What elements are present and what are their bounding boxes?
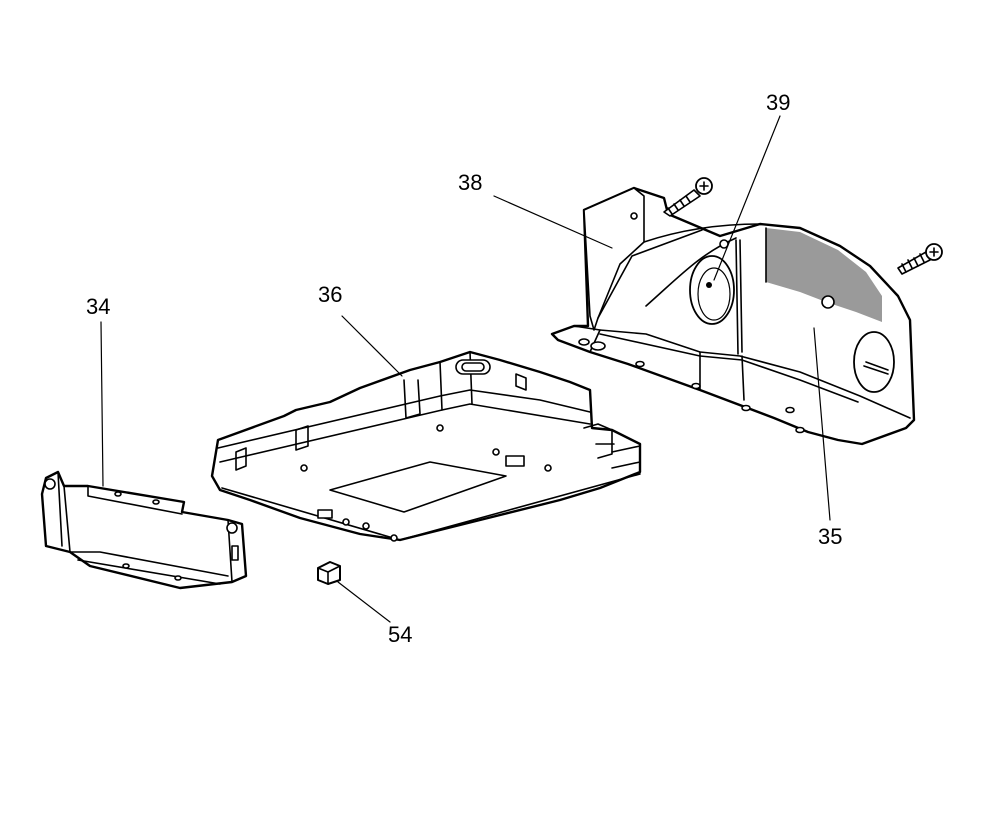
screw-right [898,244,942,274]
callout-34: 34 [86,294,111,319]
screw-left [664,178,712,216]
leader-36 [341,315,403,377]
bracket-part-34 [42,472,246,588]
cube-part-54 [318,562,340,584]
callout-36: 36 [318,282,343,307]
leader-38 [493,195,613,249]
callout-39: 39 [766,90,791,115]
leader-54 [337,581,391,623]
leader-lines [100,115,831,623]
callout-54: 54 [388,622,413,647]
leader-34 [100,321,104,487]
callout-35: 35 [818,524,843,549]
housing-part-35 [552,188,914,444]
leader-35 [813,327,831,521]
leader-39 [713,115,781,281]
callout-38: 38 [458,170,483,195]
box-part-36 [212,352,640,541]
